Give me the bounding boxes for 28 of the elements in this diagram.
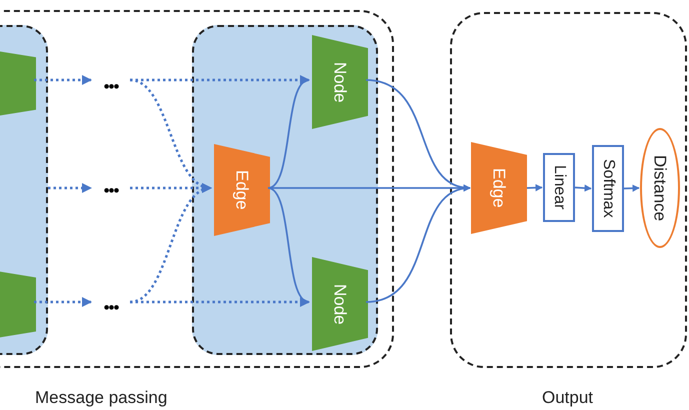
trapezoid-block [471, 142, 527, 234]
block-label: Node [332, 62, 348, 102]
block-label: Node [332, 284, 348, 324]
arrow [130, 185, 212, 304]
arrow [34, 297, 92, 307]
ellipsis-text: ••• [92, 297, 130, 319]
arrow [366, 186, 471, 303]
trapezoid-block [214, 144, 270, 236]
arrow [34, 75, 92, 85]
layer-box: Softmax [592, 145, 624, 232]
arrow [268, 187, 310, 303]
output-ellipse: Distance [640, 128, 680, 248]
arrow [574, 184, 592, 192]
block-label: Edge [234, 170, 250, 210]
arrow [526, 184, 543, 192]
layer-box: Linear [543, 153, 575, 222]
arrow [624, 184, 640, 192]
ellipsis-text: ••• [92, 76, 130, 98]
arrow [130, 297, 310, 307]
region-heading: Output [542, 388, 594, 408]
arrow [48, 183, 92, 193]
trapezoid-block [312, 257, 368, 351]
block-label: Edge [490, 168, 508, 208]
layer-panel [192, 25, 378, 355]
arrow [268, 78, 310, 189]
region-heading: Message passing [35, 388, 168, 408]
ellipsis-text: ••• [92, 180, 130, 202]
trapezoid-block [312, 35, 368, 129]
